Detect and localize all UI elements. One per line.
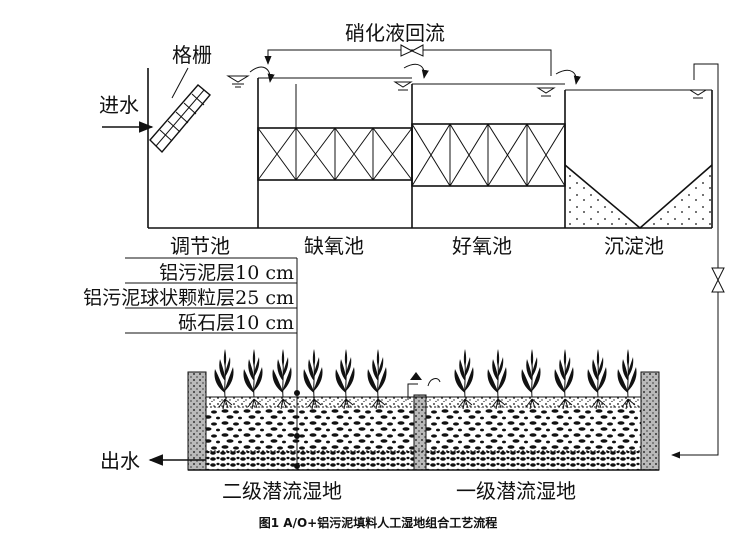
inflow-label: 进水: [99, 93, 139, 117]
layer-bottom-label: 砾石层10 cm: [178, 312, 294, 334]
wetland-basins: [187, 371, 660, 471]
overflow-arrow-1: [249, 66, 275, 83]
nitrate-reflux-label: 硝化液回流: [345, 21, 445, 45]
overflow-arrow-2: [403, 63, 429, 79]
tank-aerobic-label: 好氧池: [452, 234, 512, 258]
ao-tank-structure: [147, 68, 713, 229]
layer-top-label: 铝污泥层10 cm: [159, 262, 294, 284]
grating-screen: [149, 84, 211, 154]
layer-middle-label: 铝污泥球状颗粒层25 cm: [83, 287, 294, 309]
wetland-secondary-label: 二级潜流湿地: [222, 479, 342, 503]
effluent-pipe: [671, 63, 725, 459]
anoxic-media: [257, 84, 413, 181]
settling-hopper: [564, 164, 713, 230]
nitrate-reflux-line: [264, 44, 552, 76]
tank-anoxic-label: 缺氧池: [304, 234, 364, 258]
grating-label: 格栅: [172, 43, 212, 67]
aerobic-media: [411, 123, 566, 187]
tank-settling-label: 沉淀池: [604, 234, 664, 258]
wetland-primary-label: 一级潜流湿地: [456, 479, 576, 503]
figure-caption: 图1 A/O+铝污泥填料人工湿地组合工艺流程: [259, 515, 497, 530]
overflow-arrow-3: [555, 69, 581, 85]
outflow-label: 出水: [100, 449, 140, 473]
tank-regulating-label: 调节池: [170, 234, 230, 258]
